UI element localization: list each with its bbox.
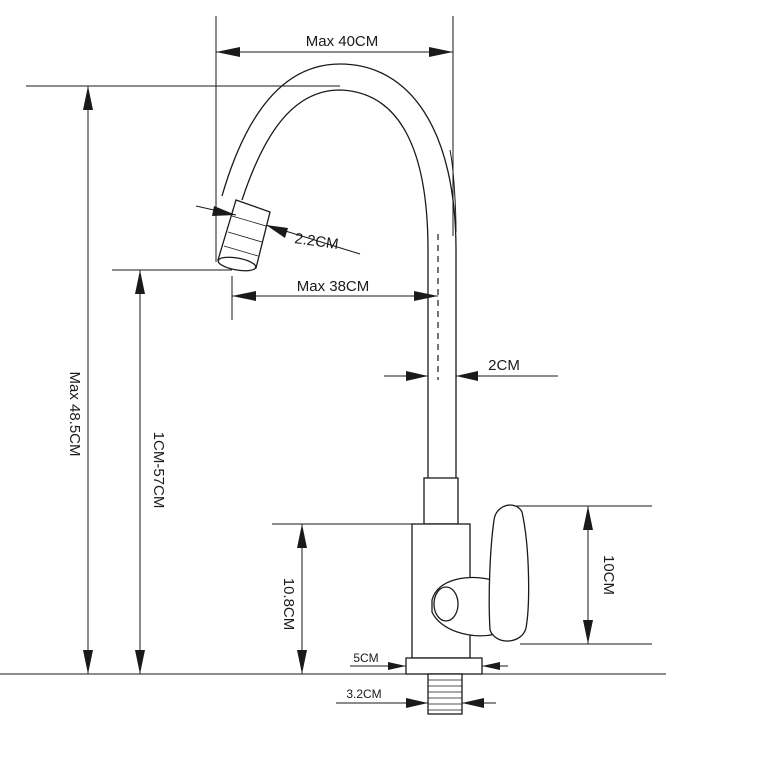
spout-cap — [449, 149, 457, 233]
dim-max-reach-top-label: Max 40CM — [306, 33, 379, 50]
spray-nozzle — [217, 199, 271, 272]
faucet-drawing — [217, 63, 530, 715]
dim-nozzle-diameter: 2.2CM — [195, 205, 361, 255]
dim-max-reach-spout-label: Max 38CM — [297, 278, 370, 295]
extension-lines — [0, 16, 666, 675]
gooseneck-spout — [241, 89, 429, 478]
dim-handle-height-label: 10CM — [600, 555, 617, 595]
dim-spout-clearance: 1CM-57CM — [135, 270, 167, 674]
spout-collar — [423, 477, 459, 525]
dim-spout-tube-diameter-label: 2CM — [488, 357, 520, 374]
base-ring — [405, 657, 483, 675]
dim-spout-tube-diameter: 2CM — [384, 357, 558, 381]
dim-max-reach-top: Max 40CM — [216, 33, 453, 57]
dim-total-height: Max 48.5CM — [66, 86, 93, 674]
threaded-shank — [427, 673, 463, 715]
dim-base-diameter: 5CM — [350, 651, 508, 670]
dim-handle-height: 10CM — [583, 506, 617, 644]
dim-max-reach-spout: Max 38CM — [232, 278, 438, 301]
dim-base-diameter-label: 5CM — [353, 651, 378, 665]
lever-handle — [431, 504, 530, 642]
dim-nozzle-diameter-label: 2.2CM — [293, 230, 339, 253]
gooseneck-spout-inner — [221, 63, 457, 478]
dim-body-height: 10.8CM — [280, 524, 307, 674]
dim-thread-diameter-label: 3.2CM — [346, 687, 381, 701]
dim-body-height-label: 10.8CM — [280, 578, 297, 631]
dim-total-height-label: Max 48.5CM — [66, 371, 83, 456]
dim-thread-diameter: 3.2CM — [336, 687, 496, 708]
dim-spout-clearance-label: 1CM-57CM — [150, 432, 167, 509]
